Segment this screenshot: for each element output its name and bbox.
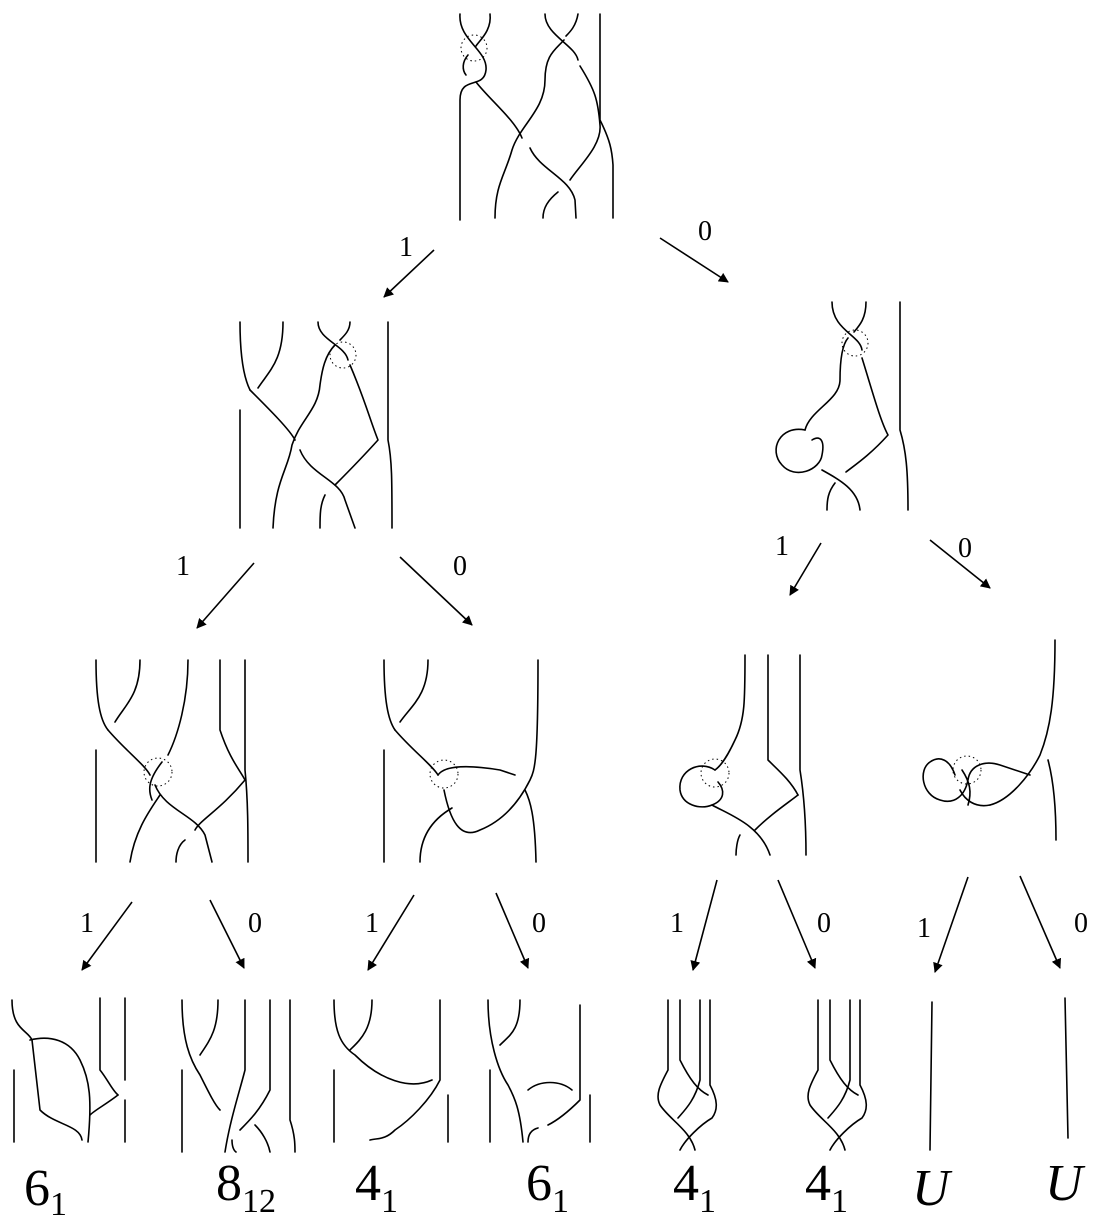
arrow-b-0 — [929, 539, 991, 589]
braid-diagram-11 — [95, 659, 249, 863]
braid-diagram-1 — [239, 321, 393, 529]
edge-label-c-1: 1 — [80, 908, 94, 939]
arrow-e-0 — [777, 879, 817, 969]
braid-diagram-10 — [383, 659, 539, 863]
edge-label-b-1: 1 — [775, 531, 789, 562]
knot-label-1: 61 — [24, 1160, 67, 1220]
arrow-f-0 — [1019, 875, 1061, 969]
edge-label-root-1: 1 — [399, 232, 413, 263]
leaf-diagram-3 — [333, 999, 449, 1143]
edge-label-d-1: 1 — [365, 908, 379, 939]
arrow-root-1 — [383, 249, 435, 298]
knot-label-7: U — [912, 1160, 953, 1217]
edge-label-c-0: 0 — [248, 908, 262, 939]
arrow-c-1 — [81, 901, 133, 971]
knot-label-2: 812 — [216, 1155, 276, 1220]
arrows — [81, 237, 1061, 973]
braid-diagram-01 — [679, 654, 807, 856]
arrow-c-0 — [209, 899, 245, 969]
arrow-a-0 — [399, 556, 473, 626]
knot-label-5: 41 — [673, 1155, 716, 1220]
knot-label-4: 61 — [526, 1155, 569, 1220]
edge-label-b-0: 0 — [958, 533, 972, 564]
arrow-b-1 — [789, 542, 822, 596]
edge-label-d-0: 0 — [532, 908, 546, 939]
root-braid-diagram — [459, 13, 614, 221]
knot-labels: 61 812 41 61 41 41 U U — [24, 1155, 1086, 1220]
leaf-diagram-6 — [807, 999, 868, 1151]
leaf-diagram-4 — [487, 999, 591, 1143]
arrow-d-1 — [367, 894, 415, 971]
edge-label-f-1: 1 — [917, 913, 931, 944]
edge-label-e-0: 0 — [817, 908, 831, 939]
edge-label-a-0: 0 — [453, 551, 467, 582]
arrow-root-0 — [659, 237, 729, 283]
arrow-e-1 — [690, 879, 718, 971]
leaf-diagram-5 — [657, 999, 718, 1151]
edge-labels: 1 0 1 0 1 0 1 0 1 0 1 0 1 0 — [80, 216, 1088, 944]
edge-label-root-0: 0 — [698, 216, 712, 247]
edge-label-f-0: 0 — [1074, 908, 1088, 939]
leaf-diagram-7 — [929, 1001, 933, 1151]
knot-label-3: 41 — [355, 1155, 398, 1220]
arrow-f-1 — [933, 876, 969, 973]
arrow-d-0 — [495, 892, 530, 969]
arrow-a-1 — [196, 562, 255, 629]
braid-diagram-0 — [775, 301, 909, 511]
knot-label-8: U — [1045, 1155, 1086, 1212]
edge-label-a-1: 1 — [176, 551, 190, 582]
edge-label-e-1: 1 — [670, 908, 684, 939]
leaf-diagram-2 — [181, 999, 296, 1153]
knot-label-6: 41 — [805, 1155, 848, 1220]
braid-diagram-00 — [922, 639, 1057, 841]
leaf-diagram-8 — [1064, 997, 1069, 1139]
leaf-diagram-1 — [11, 997, 126, 1143]
